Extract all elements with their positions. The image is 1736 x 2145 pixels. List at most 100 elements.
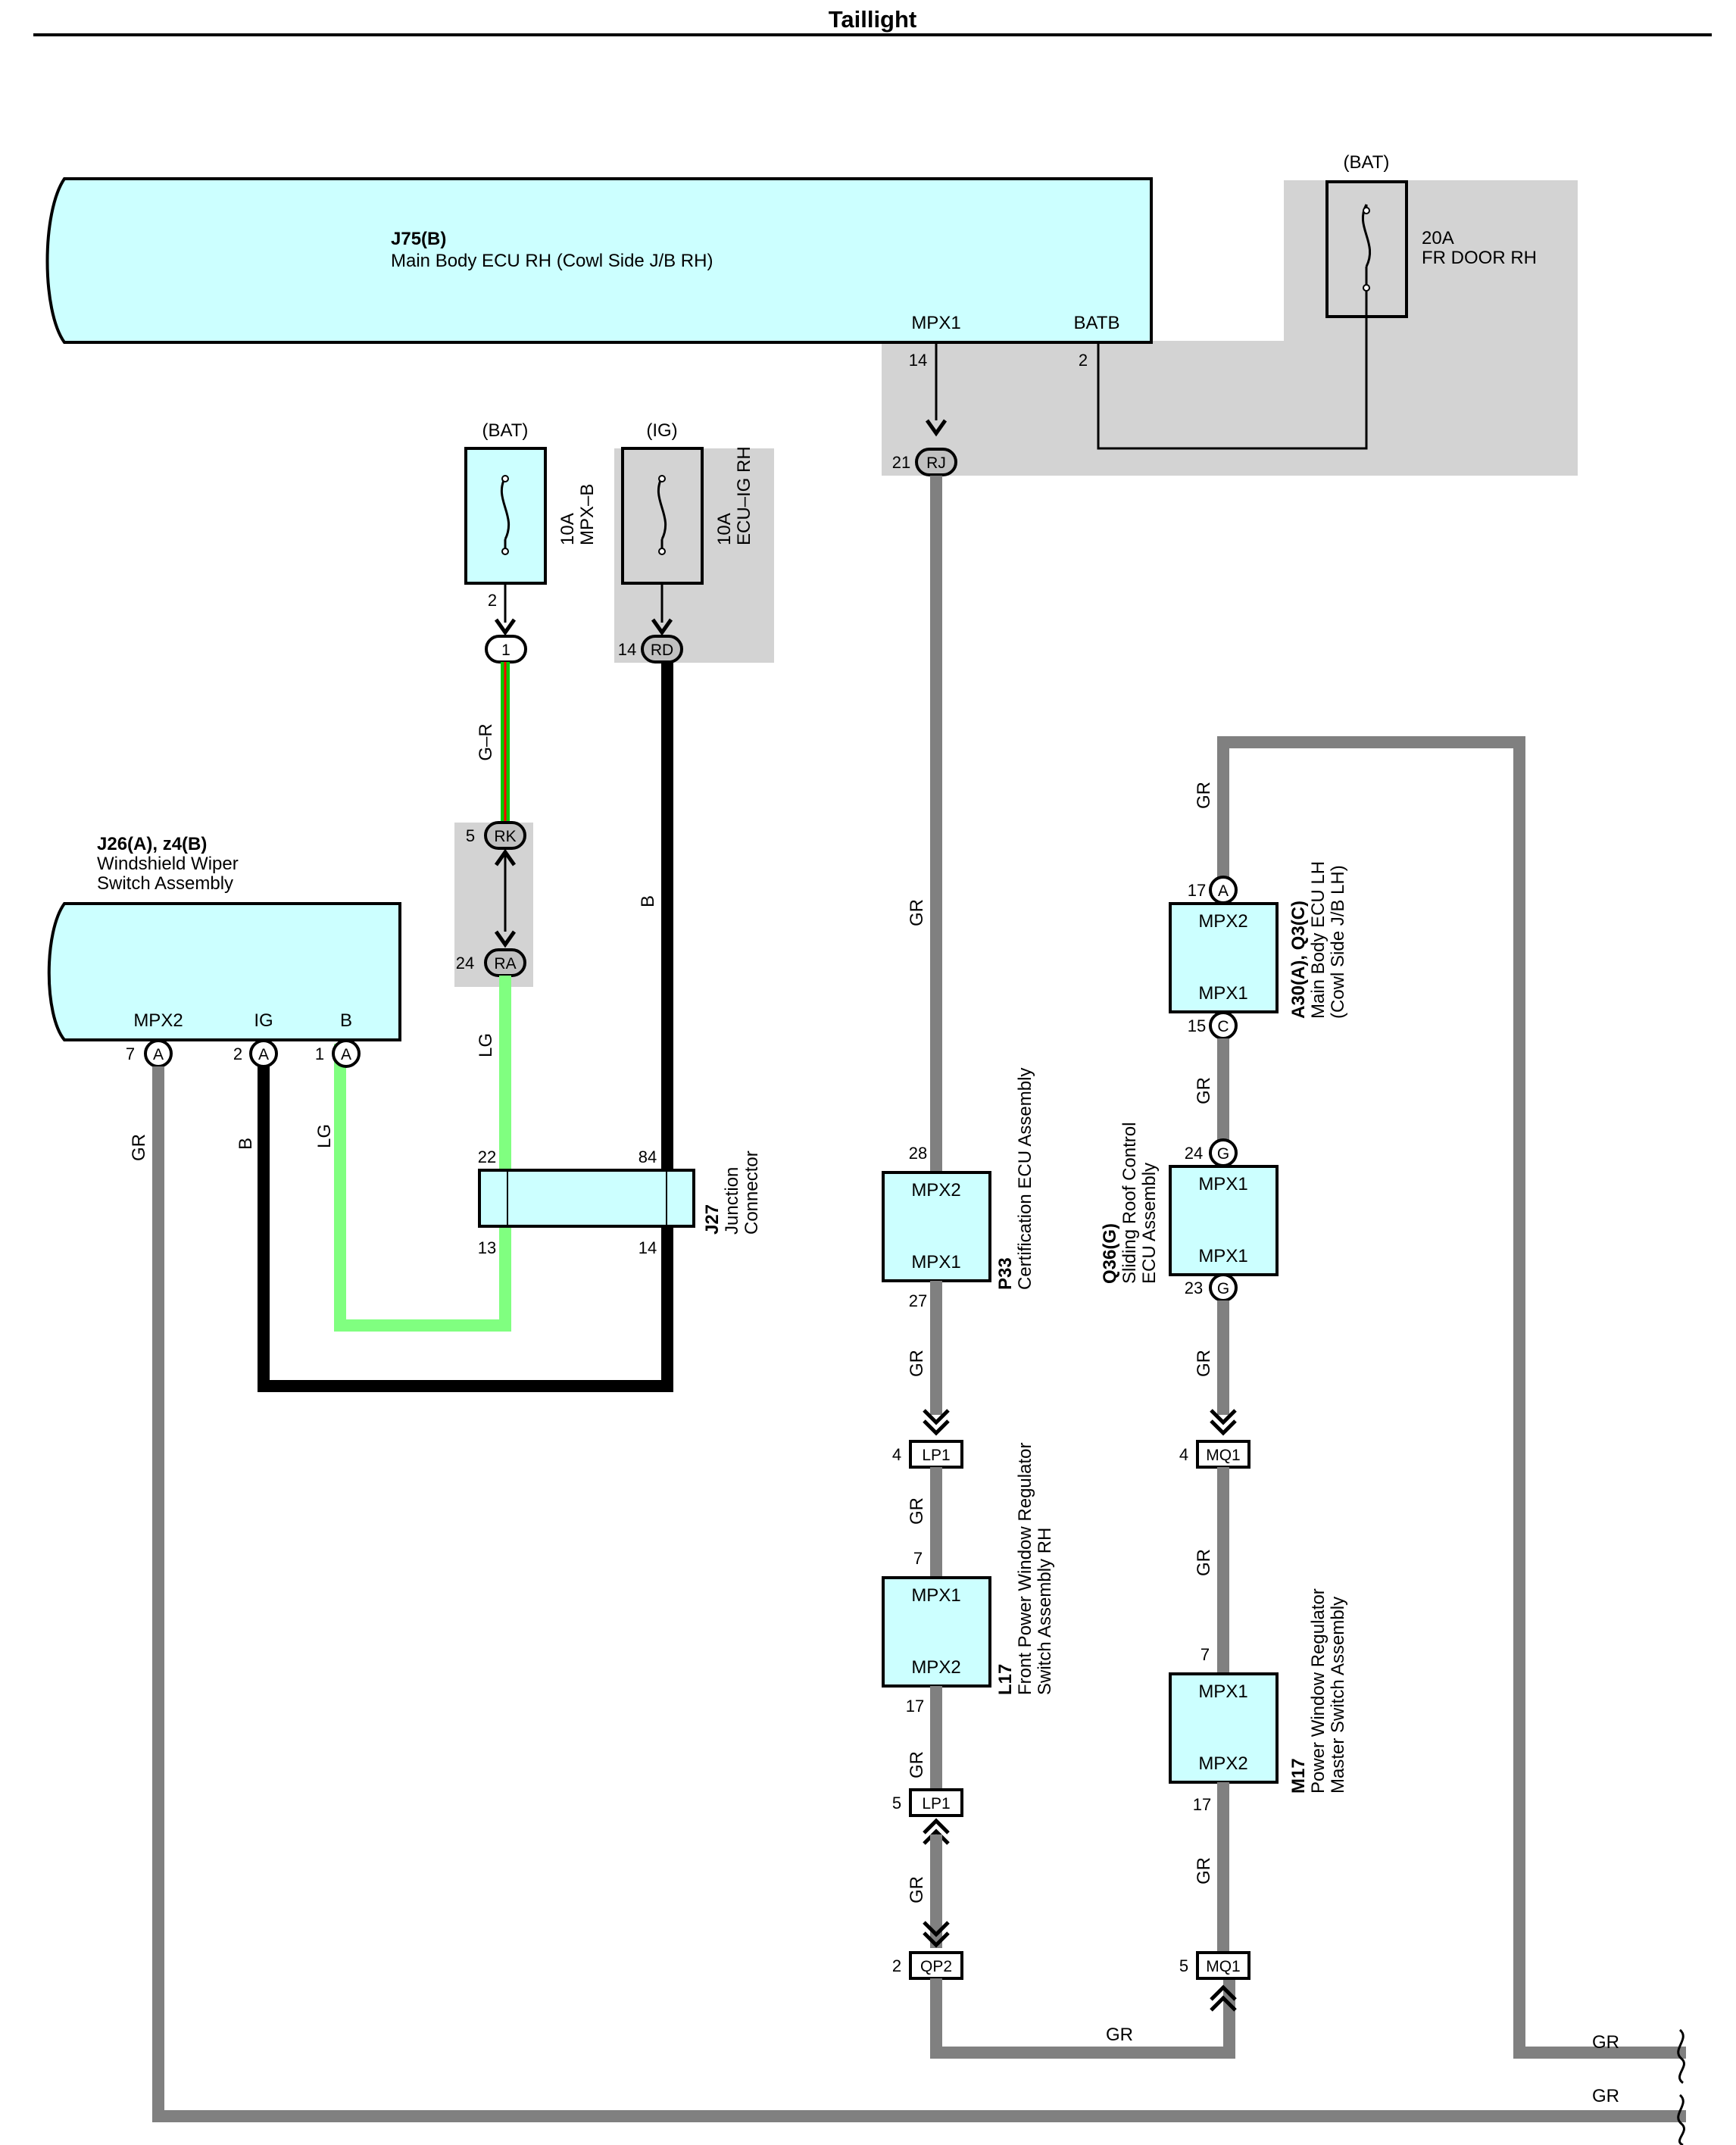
mq1-connector-b <box>1196 1951 1250 1980</box>
l17-name-1: Front Power Window Regulator <box>1015 1443 1035 1695</box>
l17-pin-mpx1: MPX1 <box>911 1585 960 1606</box>
wire-color-label: GR <box>907 1350 927 1377</box>
wire-color-label: G–R <box>476 723 496 760</box>
diagram-title: Taillight <box>829 6 917 33</box>
mpx-b-fuse-supply: (BAT) <box>482 420 529 441</box>
rj-pin: 21 <box>892 453 910 472</box>
arrow-down-icon <box>651 618 673 636</box>
q36-pin-mpx1-bottom: MPX1 <box>1198 1246 1247 1266</box>
arrow-down-icon <box>494 618 517 636</box>
p33-ecu-box <box>882 1171 991 1282</box>
connector-arrow-icon <box>923 1818 950 1845</box>
a30-name-2: (Cowl Side J/B LH) <box>1328 865 1348 1019</box>
mq1-connector-code: MQ1 <box>1206 1958 1241 1975</box>
wire-color-label: GR <box>1194 1350 1214 1377</box>
j27-pin-22: 22 <box>478 1147 496 1166</box>
lp1-connector-a <box>909 1440 963 1469</box>
rk-connector-code: RK <box>494 828 516 845</box>
j26-code: J26(A), z4(B) <box>97 834 207 854</box>
j26-pin-num-ig: 2 <box>233 1044 242 1063</box>
j26-connector-a-ig <box>249 1039 278 1068</box>
q36-connector-code-bottom: G <box>1217 1280 1229 1297</box>
shade-bat-region <box>882 180 1578 476</box>
l17-name-2: Switch Assembly RH <box>1035 1528 1055 1695</box>
m17-code: M17 <box>1288 1758 1309 1794</box>
a30-ecu-box <box>1169 902 1279 1013</box>
mpx-b-fuse-name: MPX–B <box>577 484 598 545</box>
wire-color-label: LG <box>314 1124 335 1148</box>
fr-door-fuse-name: FR DOOR RH <box>1422 248 1537 268</box>
j27-pin-14: 14 <box>639 1238 657 1257</box>
a30-connector-code-c: C <box>1217 1018 1229 1035</box>
q36-pin-top: 24 <box>1185 1144 1203 1163</box>
rd-connector-code: RD <box>651 642 673 659</box>
lp1-pin-a: 4 <box>892 1445 901 1464</box>
m17-pin-bottom: 17 <box>1193 1795 1211 1814</box>
j27-name-2: Connector <box>742 1151 762 1235</box>
mpx-b-pin: 2 <box>488 591 497 610</box>
m17-pin-top: 7 <box>1201 1645 1210 1664</box>
p33-pin-bottom: 27 <box>909 1291 927 1310</box>
wire-color-label: GR <box>1194 1549 1214 1576</box>
lg-wire <box>334 976 511 1332</box>
j26-pin-mpx2: MPX2 <box>133 1010 183 1031</box>
fr-door-fuse-rating: 20A <box>1422 228 1454 248</box>
a30-name-1: Main Body ECU LH <box>1308 861 1329 1019</box>
p33-pin-top: 28 <box>909 1144 927 1163</box>
j27-name-1: Junction <box>722 1167 742 1235</box>
rj-connector-code: RJ <box>926 454 946 472</box>
b-wire <box>258 662 673 1392</box>
q36-name-2: ECU Assembly <box>1139 1163 1160 1284</box>
wire-color-label: GR <box>1106 2025 1133 2045</box>
a30-pin-mpx2: MPX2 <box>1198 911 1247 932</box>
j27-pin-13: 13 <box>478 1238 496 1257</box>
q36-pin-mpx1-top: MPX1 <box>1198 1174 1247 1194</box>
fuse-terminal-icon <box>501 475 509 482</box>
a30-pin-a: 17 <box>1188 881 1206 900</box>
j27-junction-connector <box>478 1169 695 1228</box>
fuse-terminal-icon <box>658 548 666 555</box>
j26-connector-code: A <box>153 1046 164 1063</box>
ecu-ig-fuse-rating: 10A <box>714 513 735 545</box>
wire-color-label: GR <box>907 1876 927 1903</box>
connector-arrow-icon <box>923 1921 950 1948</box>
p33-code: P33 <box>995 1257 1016 1290</box>
wire-break-icon <box>1677 2028 1685 2084</box>
q36-name-1: Sliding Roof Control <box>1119 1122 1140 1284</box>
connector-1-code: 1 <box>501 642 510 659</box>
fr-door-fuse-supply: (BAT) <box>1344 152 1390 173</box>
rd-pin: 14 <box>618 640 636 659</box>
arrow-down-icon <box>925 419 948 437</box>
wire-color-label: GR <box>1592 2032 1619 2053</box>
shade-ig-region <box>614 448 774 663</box>
batb-wire <box>1097 291 1368 450</box>
qp2-connector <box>909 1951 963 1980</box>
wire-color-label: GR <box>907 899 927 926</box>
lp1-pin-b: 5 <box>892 1794 901 1812</box>
q36-code: Q36(G) <box>1100 1223 1120 1284</box>
wire-color-label: GR <box>1592 2086 1619 2106</box>
ra-connector-code: RA <box>494 955 516 973</box>
l17-pin-bottom: 17 <box>906 1697 924 1716</box>
connector-arrow-icon <box>923 1409 950 1436</box>
fuse-terminal-icon <box>501 548 509 555</box>
p33-pin-mpx1: MPX1 <box>911 1252 960 1272</box>
rj-connector <box>915 448 957 476</box>
j75-pin-mpx1: MPX1 <box>911 313 960 333</box>
qp2-connector-code: QP2 <box>920 1958 952 1975</box>
mpx-b-fuse-rating: 10A <box>557 513 578 545</box>
fuse-terminal-icon <box>658 475 666 482</box>
gr-wire-j26-bottom <box>152 1066 1686 2122</box>
q36-connector-code-top: G <box>1217 1145 1229 1163</box>
wire-color-label: GR <box>1194 1077 1214 1104</box>
mq1-pin-a: 4 <box>1179 1445 1188 1464</box>
wire-color-label: B <box>236 1138 256 1150</box>
wire-color-label: B <box>638 895 658 907</box>
a30-pin-mpx1: MPX1 <box>1198 983 1247 1004</box>
arrow-up-icon <box>494 848 517 866</box>
l17-switch-box <box>882 1576 991 1688</box>
lp1-connector-b <box>909 1788 963 1817</box>
mq1-pin-b: 5 <box>1179 1956 1188 1975</box>
wire-color-label: GR <box>1194 1857 1214 1884</box>
j75-name: Main Body ECU RH (Cowl Side J/B RH) <box>391 251 713 271</box>
